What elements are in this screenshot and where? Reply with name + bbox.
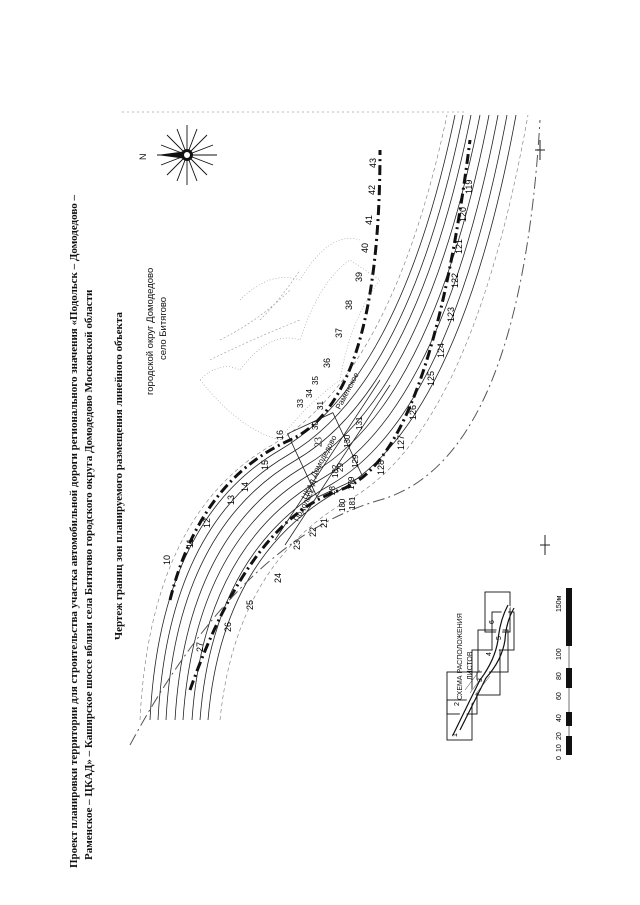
north-label: N <box>138 154 148 161</box>
point-labels: 10 11 12 13 14 15 16 36 37 38 39 40 41 4… <box>162 158 474 652</box>
point-label: 181 <box>348 496 357 510</box>
point-label: 40 <box>360 243 370 253</box>
north-arrow-icon <box>157 125 217 185</box>
point-label: 127 <box>396 435 406 450</box>
point-label: 119 <box>464 180 474 194</box>
sheet-label: 3 <box>477 678 484 682</box>
point-label: 15 <box>260 460 270 470</box>
settlement-hatch <box>199 238 381 441</box>
point-label: 24 <box>273 573 283 583</box>
frame-ticks <box>122 111 550 555</box>
point-label: 13 <box>226 495 236 505</box>
point-label: 28 <box>328 486 337 495</box>
point-label: 36 <box>322 358 332 368</box>
point-label: 182 <box>331 464 340 478</box>
scale-bar <box>566 588 572 755</box>
district-label-line-1: городской округ Домодедово <box>145 268 156 395</box>
scale-tick: 100 <box>556 648 563 660</box>
point-label: 120 <box>458 207 468 222</box>
scale-bar-ticks: 0 10 20 40 60 80 100 150м <box>556 595 563 760</box>
point-label: 131 <box>355 416 364 430</box>
scale-tick: 20 <box>556 732 563 740</box>
sheet-label: 6 <box>489 620 496 624</box>
sheet-label: 4 <box>486 652 493 656</box>
point-label: 128 <box>376 460 386 475</box>
point-label: 16 <box>275 430 285 440</box>
point-label: 41 <box>364 215 374 225</box>
point-label: 30 <box>311 421 320 430</box>
layout-scheme-sheet-labels: 1 2 3 4 5 6 <box>452 620 503 737</box>
point-label: 29 <box>336 463 345 472</box>
point-label: 38 <box>344 300 354 310</box>
point-label: 33 <box>296 399 305 408</box>
point-label: 39 <box>354 272 364 282</box>
point-label: 179 <box>347 476 356 490</box>
point-label: 22 <box>308 527 318 537</box>
point-label: 43 <box>368 158 378 168</box>
crossing-road <box>274 379 391 546</box>
district-label-line-2: село Битягово <box>158 297 169 360</box>
point-label: 121 <box>454 239 464 254</box>
layout-scheme-title: СХЕМА РАСПОЛОЖЕНИЯ <box>457 613 464 700</box>
point-label: 23 <box>292 540 302 550</box>
scale-tick: 80 <box>556 672 563 680</box>
drawing-title: Чертеж границ зон планируемого размещени… <box>113 312 125 640</box>
point-label: 21 <box>319 518 329 528</box>
scale-tick: 40 <box>556 714 563 722</box>
zone-boundary-outer <box>168 149 382 601</box>
point-label: 35 <box>311 376 320 385</box>
scale-tick: 0 <box>556 756 563 760</box>
layout-scheme <box>446 591 515 741</box>
point-label: 37 <box>334 328 344 338</box>
district-boundary <box>129 119 541 746</box>
layout-scheme-subtitle: ЛИСТОВ <box>467 651 474 680</box>
point-label: 180 <box>338 498 347 512</box>
point-label: 130 <box>343 434 352 448</box>
point-label: 129 <box>351 454 360 468</box>
point-label: 124 <box>436 343 446 358</box>
scale-tick: 150м <box>556 595 563 612</box>
sheet-label: 5 <box>496 636 503 640</box>
point-label: 34 <box>305 389 314 398</box>
point-label: 10 <box>162 555 172 565</box>
point-label: 42 <box>367 185 377 195</box>
point-label: 14 <box>240 482 250 492</box>
point-label: 26 <box>223 622 233 632</box>
road-corridor <box>139 114 529 721</box>
point-label: 11 <box>185 539 195 548</box>
point-label: 25 <box>245 600 255 610</box>
point-label: 126 <box>408 405 418 420</box>
point-label: 122 <box>450 273 460 288</box>
scale-tick: 10 <box>556 744 563 752</box>
point-label: 125 <box>426 371 436 386</box>
point-label: 12 <box>202 518 212 528</box>
sheet-label: 1 <box>452 733 459 737</box>
sheet-label: 2 <box>454 702 461 706</box>
point-label: 123 <box>446 307 456 322</box>
road-label-cskad: ЦКАД <box>300 477 318 501</box>
zone-boundary-inner <box>188 139 472 691</box>
point-label: 31 <box>316 401 325 410</box>
scale-tick: 60 <box>556 692 563 700</box>
point-label: 27 <box>195 642 205 652</box>
